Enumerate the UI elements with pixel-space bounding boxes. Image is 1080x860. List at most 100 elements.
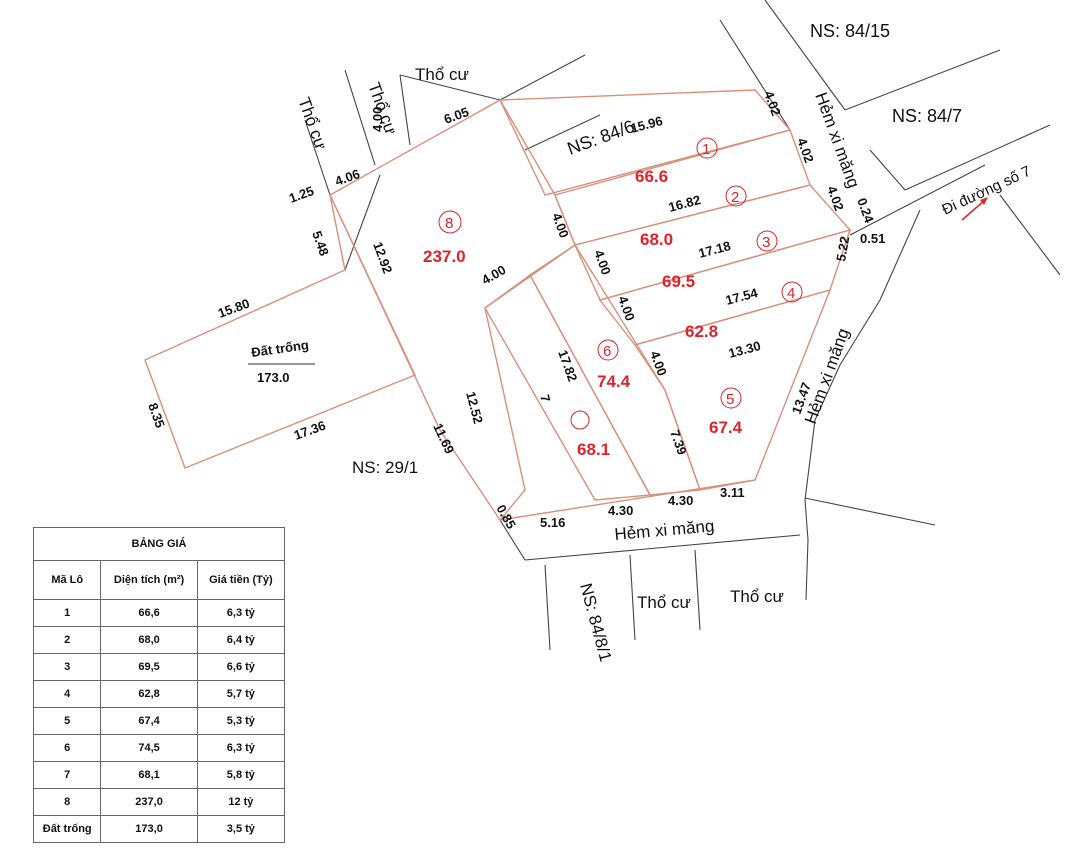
- road-label-hem-right-mid: Hẻm xi măng: [801, 326, 853, 427]
- empty-lot-outline: [144, 194, 416, 469]
- road-label-hem-right-top: Hẻm xi măng: [811, 90, 863, 191]
- lot-code-cell: 5: [32, 707, 102, 735]
- dim-15-80: 15.80: [216, 296, 252, 321]
- road-label-tho-cu-bottom1: Thổ cư: [637, 593, 691, 612]
- dim-13-30: 13.30: [727, 338, 762, 361]
- road-label-ns-84-6: NS: 84/6: [565, 116, 638, 159]
- plot-1-number: 1: [702, 141, 710, 158]
- plot-1-area: 66.6: [635, 167, 668, 186]
- dim-3-11: 3.11: [720, 485, 745, 500]
- dim-4-00: 4.00: [370, 107, 385, 132]
- direction-arrow-icon: [961, 199, 986, 221]
- plot-2-area: 68.0: [640, 230, 673, 249]
- dim-4-00: 4.00: [549, 211, 572, 240]
- lot-code-cell: 1: [32, 599, 102, 627]
- dim-11-69: 11.69: [430, 421, 457, 456]
- plot-outlines: [144, 89, 852, 522]
- lot-code-cell: 6: [32, 734, 102, 762]
- area-cell: 68,0: [100, 626, 198, 654]
- dim-4-00: 4.00: [615, 294, 638, 323]
- dim-4-02: 4.02: [794, 136, 817, 165]
- dim-8-35: 8.35: [145, 401, 168, 430]
- plot-6-number: 6: [603, 343, 611, 360]
- header-lot-code: Mã Lô: [32, 560, 102, 600]
- plot-7-area: 68.1: [577, 440, 610, 459]
- road-label-ns-29-1: NS: 29/1: [352, 458, 418, 477]
- road-label-ns-84-7: NS: 84/7: [892, 106, 962, 126]
- area-cell: 69,5: [100, 653, 198, 681]
- lot-code-cell: 7: [32, 761, 102, 789]
- plot-1-outline: [498, 89, 792, 196]
- dim-17-36: 17.36: [292, 418, 328, 443]
- plot-5-area: 67.4: [709, 418, 743, 437]
- dim-4-02: 4.02: [761, 89, 784, 118]
- dim-4-00: 4.00: [479, 262, 508, 288]
- road-label-tho-cu-top: Thổ cư: [415, 65, 469, 84]
- price-cell: 5,7 tỷ: [196, 680, 286, 708]
- plot-6-area: 74.4: [597, 372, 631, 391]
- dim-4-00: 4.00: [647, 349, 670, 378]
- dim-1-25: 1.25: [287, 183, 316, 206]
- area-cell: 67,4: [100, 707, 198, 735]
- plot-8-number: 8: [445, 215, 453, 232]
- dim-6-05: 6.05: [442, 104, 471, 127]
- dim-4-00: 4.00: [591, 248, 614, 277]
- road-label-di-duong-so-7: Đi đường số 7: [940, 163, 1034, 219]
- dim-12-52: 12.52: [463, 390, 486, 425]
- dim-17-54: 17.54: [724, 285, 760, 308]
- road-label-tho-cu-left1: Thổ cư: [294, 95, 330, 152]
- price-cell: 6,3 tỷ: [196, 599, 286, 627]
- plot-3-area: 69.5: [662, 272, 695, 291]
- header-price: Giá tiền (Tỷ): [196, 560, 286, 600]
- price-cell: 5,3 tỷ: [196, 707, 286, 735]
- price-table: BẢNG GIÁ Mã Lô Diện tích (m²) Giá tiền (…: [32, 527, 286, 843]
- road-lines: [304, 0, 1061, 651]
- lot-code-cell: 8: [32, 788, 102, 816]
- empty-lot-label: Đất trống: [250, 337, 309, 360]
- price-cell: 6,6 tỷ: [196, 653, 286, 681]
- area-cell: 237,0: [100, 788, 198, 816]
- price-table-title: BẢNG GIÁ: [33, 527, 285, 561]
- dim-7-39: 7.39: [667, 428, 690, 457]
- header-area: Diện tích (m²): [100, 560, 198, 600]
- plot-7-outline: [484, 273, 652, 501]
- dimension-labels: 4.02 4.02 4.02 0.24 0.51 5.22 15.96 16.8…: [145, 89, 885, 532]
- dim-12-92: 12.92: [370, 240, 395, 276]
- lot-code-cell: 3: [32, 653, 102, 681]
- plot-7-label: 7: [537, 393, 553, 404]
- dim-17-82: 17.82: [555, 348, 580, 384]
- plot-4-area: 62.8: [685, 322, 718, 341]
- dim-0-24: 0.24: [854, 196, 877, 226]
- area-cell: 66,6: [100, 599, 198, 627]
- price-cell: 5,8 tỷ: [196, 761, 286, 789]
- lot-code-cell: 2: [32, 626, 102, 654]
- dim-4-02: 4.02: [824, 184, 847, 213]
- area-cell: 68,1: [100, 761, 198, 789]
- dim-4-30: 4.30: [668, 493, 693, 508]
- price-cell: 6,4 tỷ: [196, 626, 286, 654]
- plot-4-number: 4: [787, 285, 795, 302]
- dim-5-48: 5.48: [309, 229, 332, 258]
- area-cell: 173,0: [100, 815, 198, 843]
- road-label-ns-84-8-1: NS: 84/8/1: [576, 581, 615, 664]
- plot-3-number: 3: [762, 234, 770, 251]
- plot-5-number: 5: [726, 391, 734, 408]
- lot-code-cell: 4: [32, 680, 102, 708]
- dim-5-22: 5.22: [833, 235, 852, 263]
- road-label-hem-bottom: Hẻm xi măng: [614, 516, 715, 544]
- lot-code-cell: Đất trống: [32, 815, 102, 843]
- dim-5-16: 5.16: [540, 515, 565, 530]
- area-cell: 74,5: [100, 734, 198, 762]
- dim-4-06: 4.06: [333, 166, 362, 189]
- price-cell: 3,5 tỷ: [196, 815, 286, 843]
- dim-16-82: 16.82: [667, 192, 702, 215]
- plot-2-number: 2: [731, 189, 739, 206]
